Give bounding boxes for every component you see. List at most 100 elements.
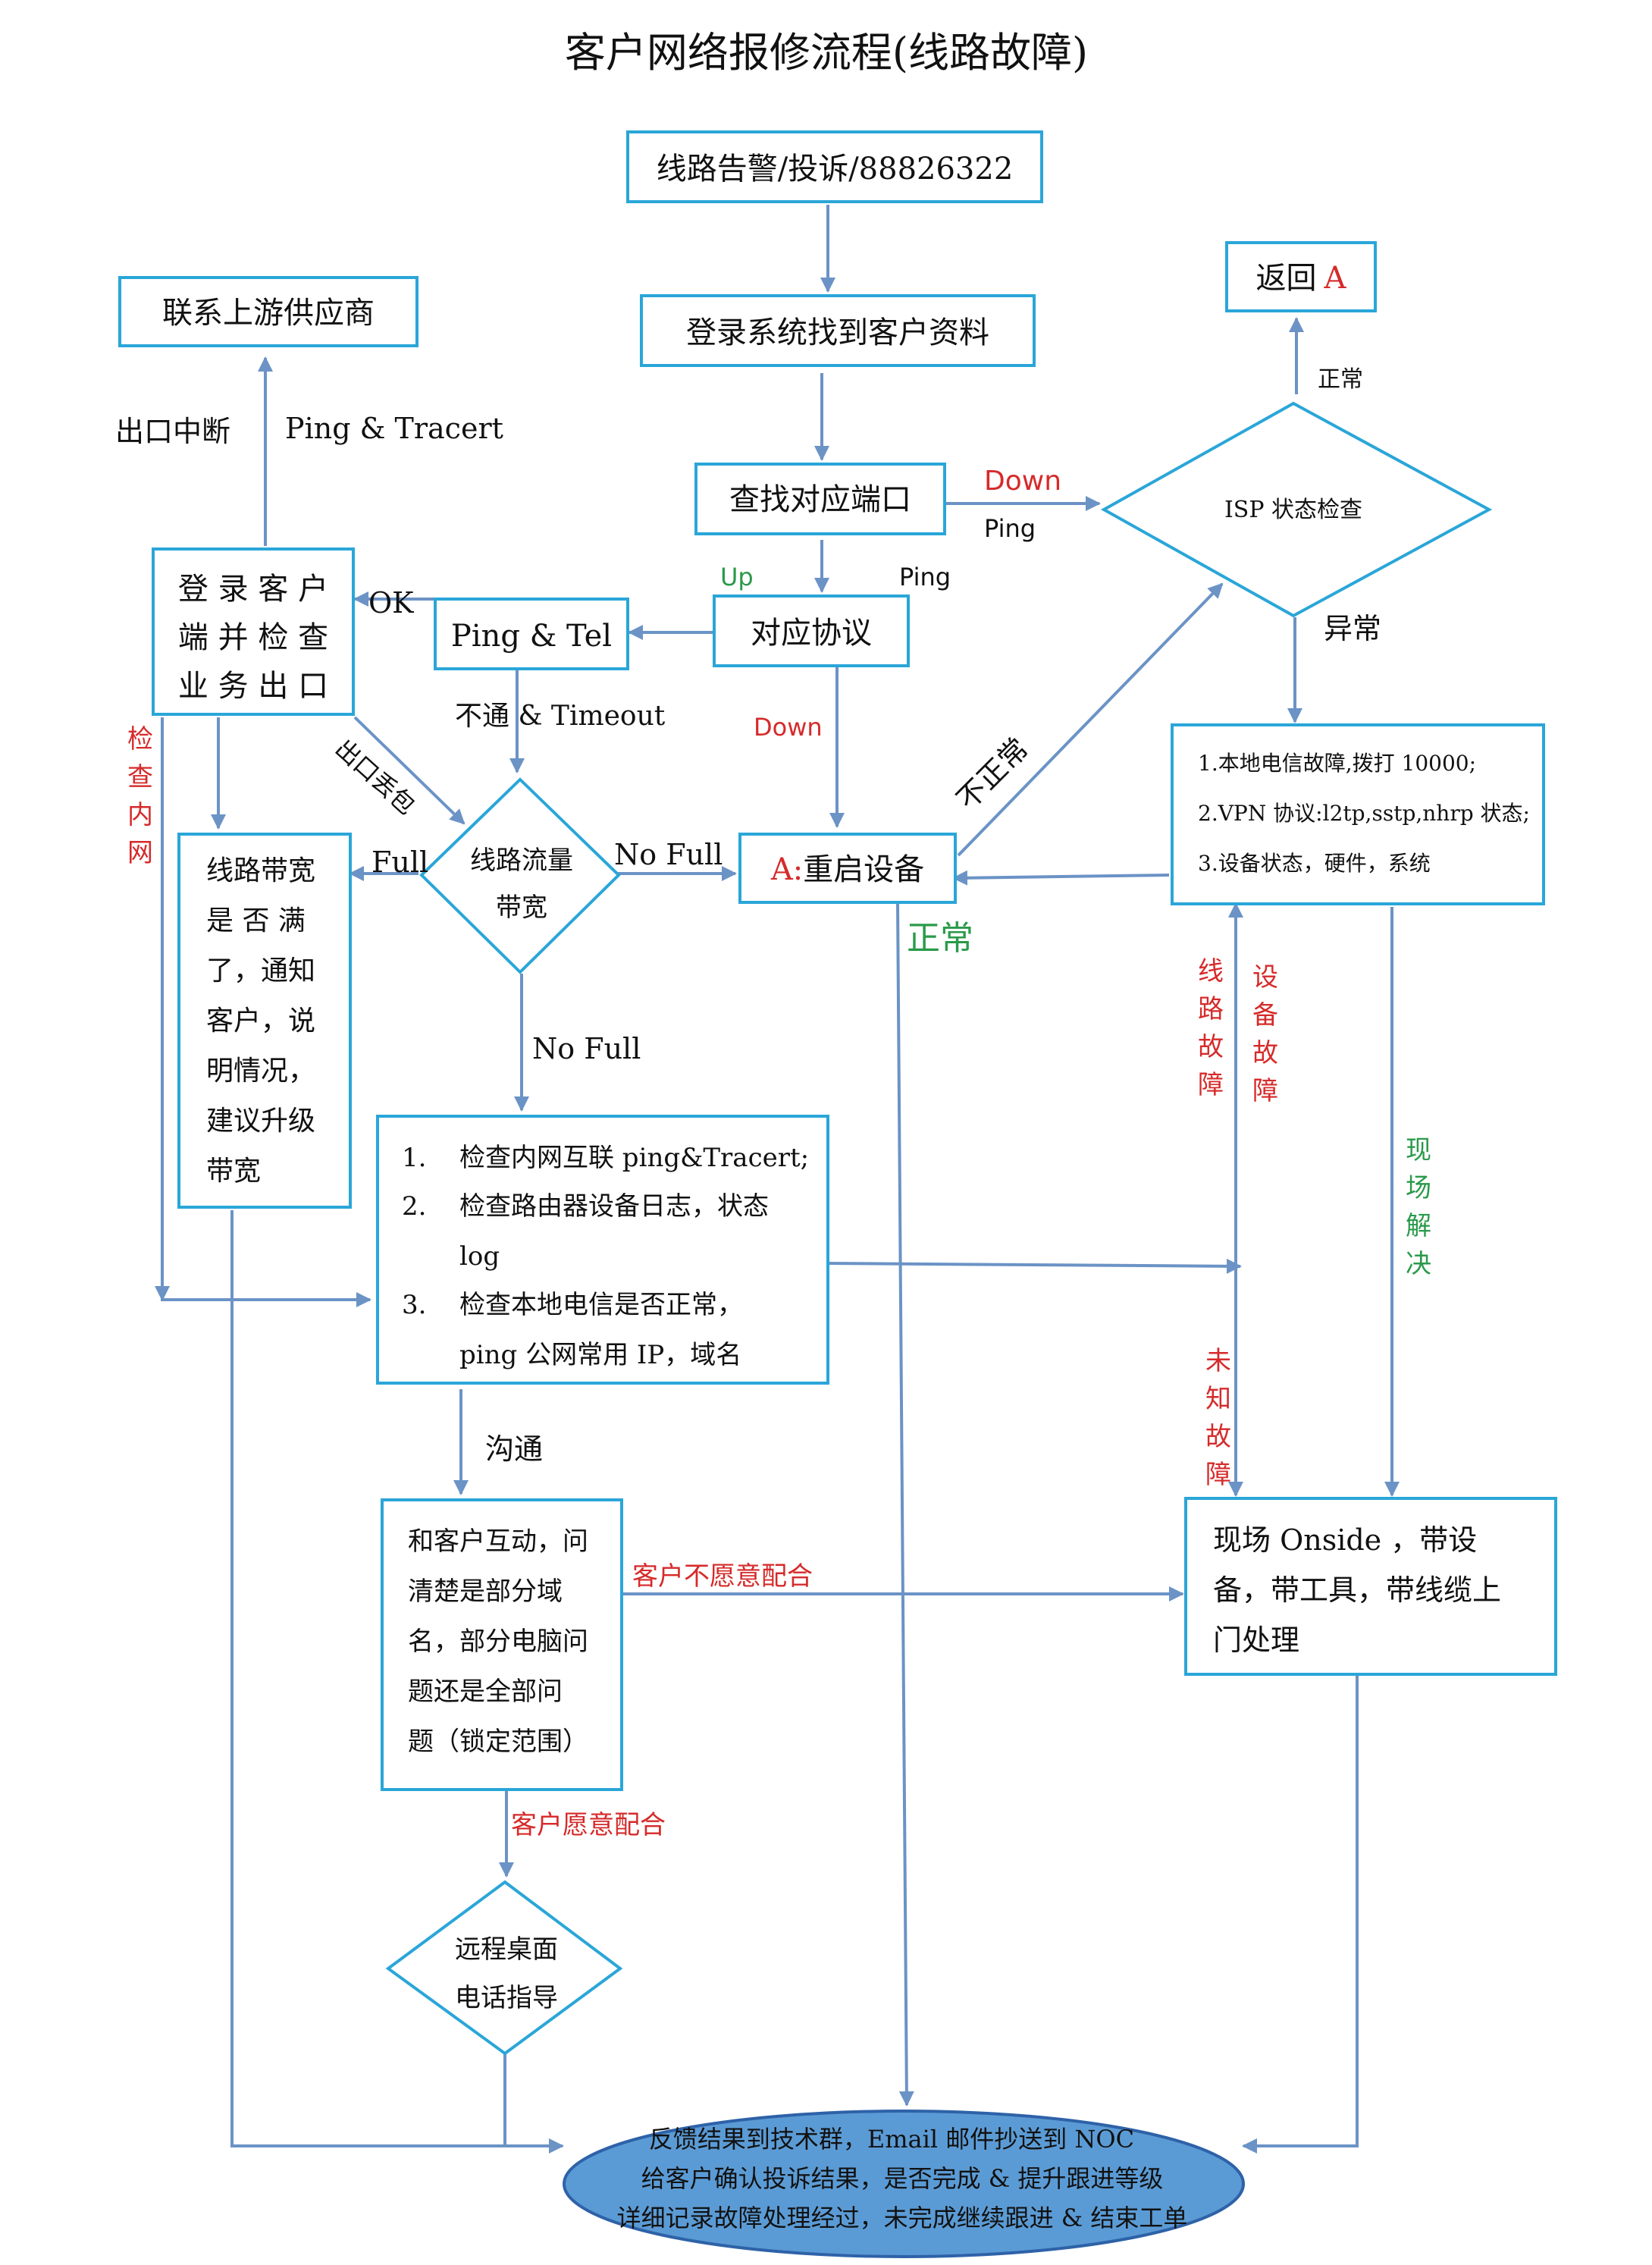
onsite-line-3: 门处理 <box>1213 1623 1299 1657</box>
node-local-fault[interactable]: 1.本地电信故障,拨打 10000; 2.VPN 协议:l2tp,sstp,nh… <box>1171 723 1545 905</box>
arrow-note-to-feedback <box>230 1210 564 2154</box>
node-alarm-label: 线路告警/投诉/88826322 <box>657 152 1014 187</box>
label-full: Full <box>371 845 428 879</box>
note-line-7: 带宽 <box>206 1156 261 1187</box>
node-login-client[interactable]: 登 录 客 户 端 并 检 查 业 务 出 口 <box>152 547 355 716</box>
node-find-port-label: 查找对应端口 <box>729 482 911 517</box>
label-down-port: Down <box>984 466 1061 497</box>
node-isp-check[interactable]: ISP 状态检查 <box>1100 401 1493 618</box>
note-line-1: 线路带宽 <box>206 855 315 886</box>
onsite-solve-char-4: 决 <box>1406 1249 1431 1279</box>
label-client-willing: 客户愿意配合 <box>511 1810 666 1840</box>
node-upstream[interactable]: 联系上游供应商 <box>118 276 418 347</box>
node-protocol[interactable]: 对应协议 <box>713 594 910 667</box>
node-login-system-label: 登录系统找到客户资料 <box>686 315 989 350</box>
unknown-fault-char-3: 故 <box>1205 1422 1231 1452</box>
label-device-fault: 设 备 故 障 <box>1252 962 1278 1106</box>
connectors <box>155 205 1400 2154</box>
note-line-3: 了，通知 <box>206 955 315 987</box>
device-fault-char-1: 设 <box>1252 962 1278 993</box>
label-normal-isp: 正常 <box>1318 366 1363 393</box>
check-lan-char-3: 内 <box>127 800 153 830</box>
device-fault-char-3: 故 <box>1252 1038 1278 1068</box>
onsite-solve-char-1: 现 <box>1406 1135 1431 1165</box>
node-onsite[interactable]: 现场 Onside ，带设 备，带工具，带线缆上 门处理 <box>1184 1497 1557 1676</box>
node-ping-tel-label: Ping & Tel <box>451 619 612 654</box>
interact-line-4: 题还是全部问 <box>408 1677 563 1707</box>
feedback-line-1: 反馈结果到技术群，Email 邮件抄送到 NOC <box>649 2125 1134 2154</box>
unknown-fault-char-1: 未 <box>1205 1346 1231 1376</box>
unknown-fault-char-2: 知 <box>1205 1384 1231 1414</box>
line-fault-char-1: 线 <box>1198 956 1224 987</box>
checks-text-4: 检查本地电信是否正常， <box>459 1290 743 1320</box>
label-not-normal: 不正常 <box>950 732 1035 817</box>
checks-num-1: 1. <box>402 1143 426 1173</box>
label-unknown-fault: 未 知 故 障 <box>1205 1346 1231 1490</box>
node-local-fault-line-2: 2.VPN 协议:l2tp,sstp,nhrp 状态; <box>1198 801 1530 826</box>
node-ping-tel[interactable]: Ping & Tel <box>434 598 629 670</box>
label-timeout: 不通 & Timeout <box>455 701 666 732</box>
node-local-fault-line-1: 1.本地电信故障,拨打 10000; <box>1198 751 1476 776</box>
node-find-port[interactable]: 查找对应端口 <box>694 463 946 535</box>
interact-line-1: 和客户互动，问 <box>408 1526 588 1557</box>
onsite-line-2: 备，带工具，带线缆上 <box>1213 1573 1501 1607</box>
interact-line-2: 清楚是部分域 <box>408 1576 563 1607</box>
note-line-5: 明情况， <box>206 1056 315 1087</box>
device-fault-char-2: 备 <box>1252 1000 1278 1031</box>
node-bandwidth-note[interactable]: 线路带宽 是 否 满 了，通知 客户，说 明情况， 建议升级 带宽 <box>177 833 352 1209</box>
check-lan-char-1: 检 <box>127 724 153 754</box>
label-ping-tracert: Ping & Tracert <box>285 412 503 445</box>
feedback-line-2: 给客户确认投诉结果，是否完成 & 提升跟进等级 <box>641 2164 1164 2193</box>
node-remote-desktop[interactable]: 远程桌面 电话指导 <box>385 1880 623 2056</box>
page-title: 客户网络报修流程(线路故障) <box>565 29 1088 77</box>
checks-num-4: 3. <box>402 1290 426 1320</box>
node-login-client-line-3: 业 务 出 口 <box>178 669 328 704</box>
arrow-client-to-bandwidth <box>353 716 466 825</box>
node-bandwidth-diamond[interactable]: 线路流量 带宽 <box>419 777 621 974</box>
node-interact[interactable]: 和客户互动，问 清楚是部分域 名，部分电脑问 题还是全部问 题（锁定范围） <box>381 1498 623 1791</box>
label-ping-port: Ping <box>984 514 1036 543</box>
label-client-unwilling: 客户不愿意配合 <box>632 1561 813 1592</box>
remote-line-1: 远程桌面 <box>455 1934 558 1965</box>
label-exit-break: 出口中断 <box>115 415 230 448</box>
checks-text-5: ping 公网常用 IP，域名 <box>459 1340 741 1370</box>
check-lan-char-2: 查 <box>127 762 153 792</box>
note-line-6: 建议升级 <box>206 1106 315 1137</box>
device-fault-char-4: 障 <box>1252 1076 1278 1106</box>
note-line-4: 客户，说 <box>206 1005 315 1037</box>
return-a-letter: A <box>1324 261 1347 296</box>
node-restart[interactable]: A:重启设备 <box>738 833 957 904</box>
label-line-fault: 线 路 故 障 <box>1198 956 1224 1100</box>
arrow-restart-to-isp <box>957 582 1224 857</box>
unknown-fault-char-4: 障 <box>1205 1460 1231 1490</box>
line-fault-char-4: 障 <box>1198 1070 1224 1100</box>
node-feedback[interactable]: 反馈结果到技术群，Email 邮件抄送到 NOC 给客户确认投诉结果，是否完成 … <box>563 2110 1245 2258</box>
line-fault-char-3: 故 <box>1198 1032 1224 1062</box>
node-restart-label: A:重启设备 <box>770 852 924 887</box>
checks-text-3: log <box>459 1241 500 1272</box>
remote-line-2: 电话指导 <box>455 1983 558 2013</box>
node-login-system[interactable]: 登录系统找到客户资料 <box>640 294 1036 367</box>
label-abnormal: 异常 <box>1324 612 1381 645</box>
node-alarm[interactable]: 线路告警/投诉/88826322 <box>626 130 1043 203</box>
restart-prefix: A: <box>770 852 803 887</box>
label-up: Up <box>720 563 754 591</box>
label-packet-loss: 出口丢包 <box>330 734 422 820</box>
check-lan-char-4: 网 <box>127 838 153 868</box>
label-onsite-solve: 现 场 解 决 <box>1406 1135 1431 1279</box>
label-communicate: 沟通 <box>485 1432 543 1466</box>
node-checks[interactable]: 1. 检查内网互联 ping&Tracert; 2. 检查路由器设备日志，状态 … <box>376 1115 829 1385</box>
node-bandwidth-line-1: 线路流量 <box>470 845 573 876</box>
interact-line-3: 名，部分电脑问 <box>408 1627 588 1657</box>
label-ok: OK <box>368 586 414 620</box>
label-no-full-right: No Full <box>614 838 723 871</box>
note-line-2: 是 否 满 <box>206 905 306 936</box>
node-login-client-line-1: 登 录 客 户 <box>178 572 328 607</box>
arrow-localfault-to-restart <box>952 870 1170 886</box>
label-normal-green: 正常 <box>907 919 973 958</box>
node-upstream-label: 联系上游供应商 <box>162 296 375 331</box>
